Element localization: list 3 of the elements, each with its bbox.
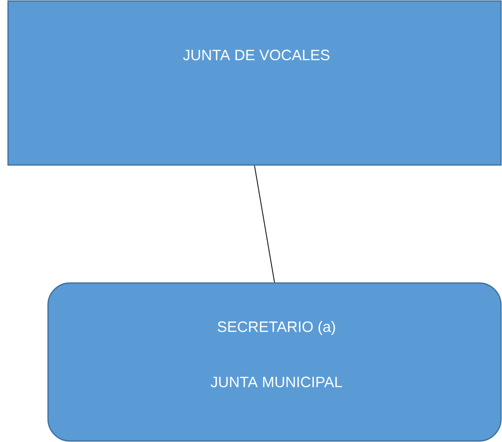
rounded-box: SECRETARIO (a) JUNTA MUNICIPAL [47,282,502,442]
box: JUNTA DE VOCALES [7,0,502,166]
connector-line [254,165,275,283]
